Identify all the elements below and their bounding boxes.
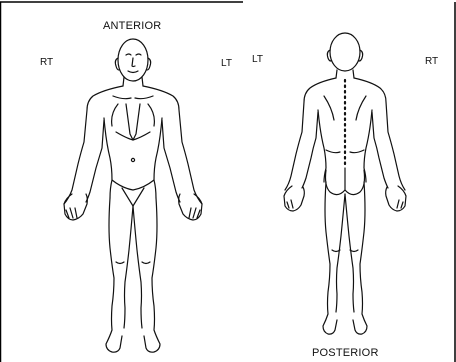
posterior-right-arm-inner bbox=[372, 112, 388, 188]
posterior-figure bbox=[284, 33, 406, 334]
anterior-eyes bbox=[126, 54, 141, 55]
posterior-left-shoulder-arm-outer bbox=[285, 78, 336, 190]
posterior-torso-left-side bbox=[318, 110, 326, 182]
posterior-left-hand bbox=[284, 186, 304, 211]
posterior-rt-label: RT bbox=[425, 56, 438, 67]
posterior-right-leg-outer bbox=[353, 182, 367, 334]
posterior-right-leg-inner bbox=[345, 194, 354, 312]
posterior-left-leg-inner bbox=[336, 194, 345, 312]
anterior-right-shoulder-arm-outer bbox=[64, 86, 123, 204]
anterior-right-hand bbox=[64, 194, 87, 220]
posterior-lt-label: LT bbox=[252, 54, 263, 65]
anterior-left-arm-inner bbox=[162, 120, 180, 202]
posterior-left-leg-outer bbox=[323, 182, 337, 334]
anterior-left-leg-outer bbox=[144, 198, 160, 352]
posterior-head bbox=[330, 33, 360, 71]
anterior-title: ANTERIOR bbox=[103, 20, 161, 32]
anterior-nose bbox=[132, 58, 135, 67]
anterior-torso-right-side bbox=[104, 118, 112, 198]
anterior-navel bbox=[131, 158, 134, 161]
anterior-left-hand bbox=[179, 194, 202, 220]
posterior-left-arm-inner bbox=[302, 112, 318, 188]
anterior-pelvis bbox=[112, 180, 154, 190]
anterior-rt-label: RT bbox=[40, 57, 53, 68]
anterior-figure bbox=[64, 39, 202, 352]
anterior-right-arm-inner bbox=[86, 120, 104, 202]
posterior-torso-right-side bbox=[364, 110, 372, 182]
anterior-knees bbox=[116, 262, 150, 264]
anterior-torso-left-side bbox=[154, 118, 162, 198]
anterior-groin bbox=[122, 188, 144, 206]
anterior-lt-label: LT bbox=[221, 58, 232, 69]
posterior-right-hand bbox=[386, 186, 406, 211]
anterior-clavicles bbox=[113, 96, 153, 99]
posterior-ears bbox=[327, 50, 362, 61]
anterior-mouth bbox=[128, 71, 138, 73]
anterior-sternum bbox=[126, 104, 140, 140]
anterior-left-leg-inner bbox=[133, 206, 142, 328]
anterior-right-leg-inner bbox=[124, 206, 133, 328]
anterior-pectorals bbox=[112, 104, 155, 126]
posterior-title: POSTERIOR bbox=[312, 347, 379, 359]
anterior-left-shoulder-arm-outer bbox=[143, 86, 202, 204]
anterior-right-leg-outer bbox=[106, 198, 122, 352]
posterior-knee-backs bbox=[332, 250, 358, 252]
posterior-right-shoulder-arm-outer bbox=[354, 78, 405, 190]
